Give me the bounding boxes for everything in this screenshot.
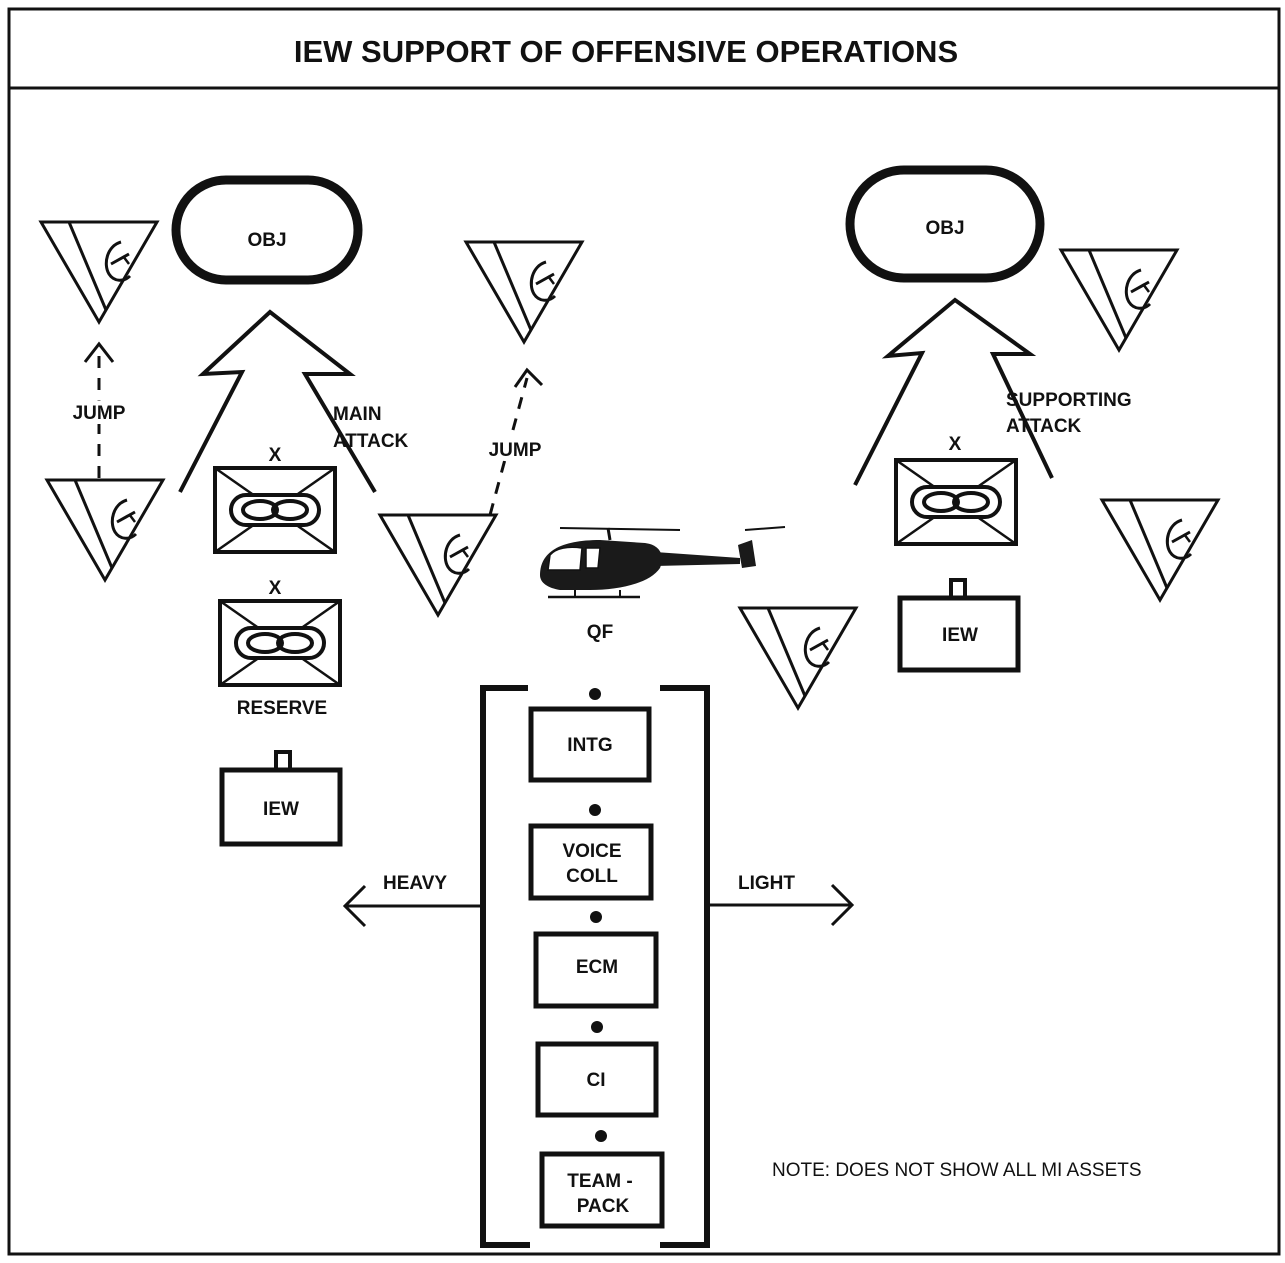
helicopter-label: QF: [587, 622, 613, 643]
package-item-voice-coll-label-2: COLL: [566, 866, 618, 887]
main-attack-label-1: MAIN: [333, 404, 382, 425]
ew-sensor-triangle-icon: [39, 220, 159, 324]
package-item-team-pack-label-2: PACK: [577, 1196, 630, 1217]
supporting-attack-arrow: [853, 297, 1054, 486]
package-item-team-pack: [539, 1130, 665, 1229]
supporting-attack-label-2: ATTACK: [1006, 416, 1082, 437]
package-item-ci: [535, 1021, 659, 1118]
objective-right: [845, 165, 1045, 283]
supporting-brigade-echelon-marker: X: [949, 434, 962, 455]
heavy-label: HEAVY: [383, 873, 447, 894]
jump-label-left: JUMP: [73, 403, 126, 424]
reserve-echelon-marker: X: [269, 578, 282, 599]
iew-unit-right: [897, 578, 1021, 673]
light-arrow: [709, 883, 855, 927]
package-item-ci-label: CI: [587, 1070, 606, 1091]
note-text: NOTE: DOES NOT SHOW ALL MI ASSETS: [772, 1160, 1142, 1181]
jump-arrow-center: [488, 367, 544, 516]
iew-unit-left-label: IEW: [263, 799, 299, 820]
light-label: LIGHT: [738, 873, 795, 894]
ew-sensor-triangle-icon: [378, 513, 498, 617]
objective-left: [171, 175, 363, 285]
heavy-arrow: [342, 884, 481, 928]
ew-sensor-triangle-icon: [738, 606, 858, 710]
objective-left-label: OBJ: [247, 230, 286, 251]
package-item-voice-coll-label-1: VOICE: [562, 841, 621, 862]
package-item-intg-label: INTG: [567, 735, 612, 756]
package-item-intg: [528, 688, 652, 783]
reserve-brigade-unit-icon: [218, 599, 342, 687]
supporting-attack-label-1: SUPPORTING: [1006, 390, 1132, 411]
main-attack-label-2: ATTACK: [333, 431, 409, 452]
ew-sensor-triangle-icon: [464, 240, 584, 344]
ew-sensor-triangle-icon: [45, 478, 165, 582]
jump-label-center: JUMP: [489, 440, 542, 461]
reserve-label: RESERVE: [237, 698, 327, 719]
ew-sensor-triangle-icon: [1059, 248, 1179, 352]
brigade-echelon-marker: X: [269, 445, 282, 466]
jump-arrow-left: [83, 341, 115, 478]
package-bracket: [480, 685, 710, 1248]
outer-frame: [7, 7, 1281, 1256]
supporting-brigade-unit-icon: [894, 458, 1018, 546]
package-item-ecm: [533, 911, 659, 1009]
iew-unit-right-label: IEW: [942, 625, 978, 646]
page-title: IEW SUPPORT OF OFFENSIVE OPERATIONS: [294, 34, 958, 69]
package-item-voice-coll: [528, 804, 654, 901]
helicopter-icon: [540, 526, 786, 599]
objective-right-label: OBJ: [925, 218, 964, 239]
main-attack-arrow: [178, 309, 377, 494]
iew-unit-left: [219, 750, 343, 847]
package-item-team-pack-label-1: TEAM -: [567, 1171, 632, 1192]
ew-sensor-triangle-icon: [1100, 498, 1220, 602]
package-item-ecm-label: ECM: [576, 957, 618, 978]
brigade-unit-icon: [213, 466, 337, 554]
